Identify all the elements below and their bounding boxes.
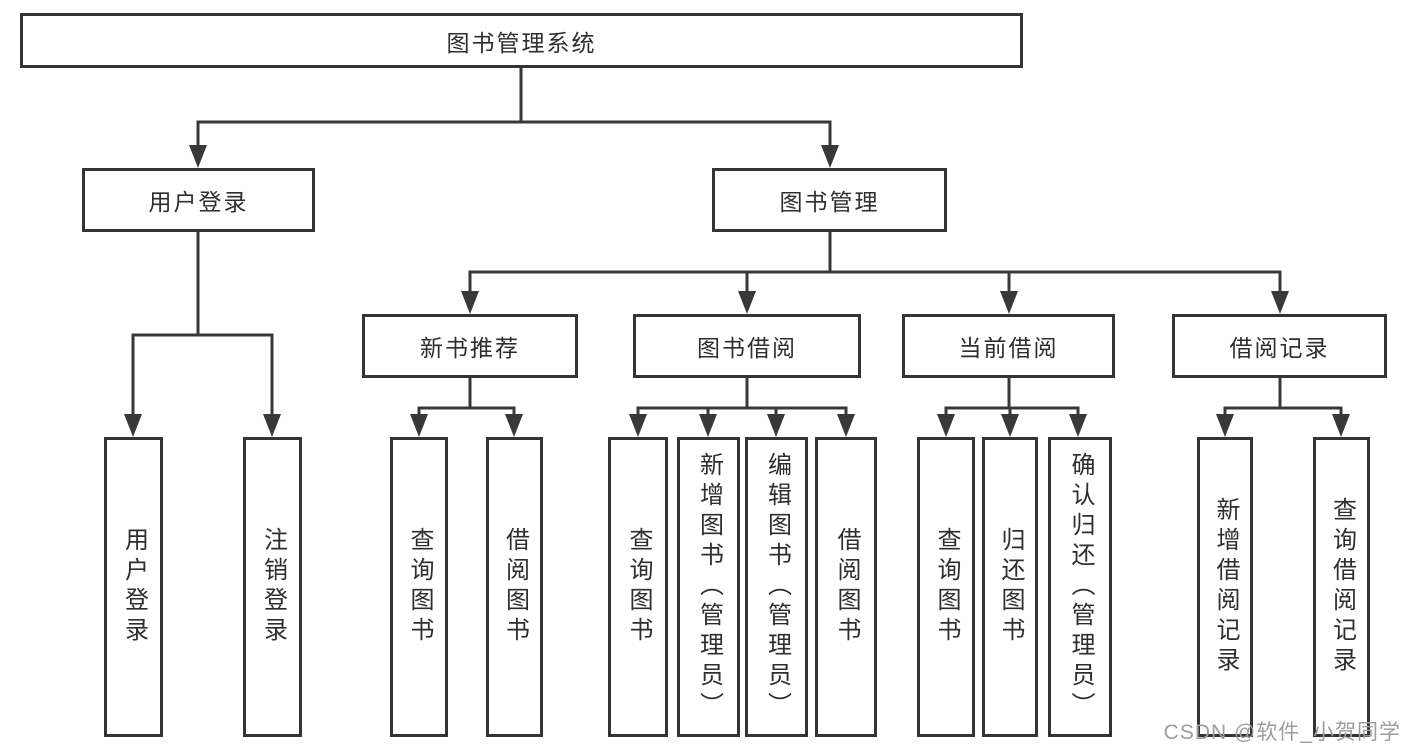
- leaf-recommend-query-books: 查询图书: [390, 437, 448, 737]
- leaf-logout: 注销登录: [243, 437, 302, 737]
- leaf-return-books-label: 归还图书: [997, 527, 1024, 647]
- leaf-add-book-admin: 新增图书（管理员）: [677, 437, 740, 737]
- leaf-borrowing-query-books: 查询图书: [608, 437, 668, 737]
- leaf-recommend-borrow-books: 借阅图书: [486, 437, 543, 737]
- node-user-login: 用户登录: [82, 168, 315, 232]
- node-root: 图书管理系统: [20, 13, 1023, 68]
- leaf-add-borrow-record: 新增借阅记录: [1197, 437, 1253, 737]
- node-book-borrowing: 图书借阅: [633, 314, 861, 378]
- leaf-add-book-admin-label: 新增图书（管理员）: [695, 452, 723, 722]
- node-new-book-recommend: 新书推荐: [362, 314, 578, 378]
- node-borrowing-records-label: 借阅记录: [1229, 335, 1330, 361]
- leaf-user-login: 用户登录: [104, 437, 163, 737]
- node-current-borrowing: 当前借阅: [902, 314, 1115, 378]
- leaf-current-query-books-label: 查询图书: [933, 527, 960, 647]
- leaf-confirm-return-admin-label: 确认归还（管理员）: [1067, 452, 1094, 722]
- leaf-query-borrow-record-label: 查询借阅记录: [1328, 497, 1356, 677]
- leaf-user-login-label: 用户登录: [120, 527, 148, 647]
- leaf-edit-book-admin-label: 编辑图书（管理员）: [763, 452, 791, 722]
- leaf-recommend-query-books-label: 查询图书: [406, 527, 433, 647]
- node-current-borrowing-label: 当前借阅: [958, 335, 1059, 361]
- node-book-management: 图书管理: [712, 168, 947, 232]
- node-user-login-label: 用户登录: [148, 189, 249, 215]
- leaf-add-borrow-record-label: 新增借阅记录: [1212, 497, 1239, 677]
- node-borrowing-records: 借阅记录: [1172, 314, 1387, 378]
- leaf-query-borrow-record: 查询借阅记录: [1313, 437, 1370, 737]
- leaf-borrowing-query-books-label: 查询图书: [625, 527, 652, 647]
- leaf-recommend-borrow-books-label: 借阅图书: [501, 527, 529, 647]
- leaf-edit-book-admin: 编辑图书（管理员）: [745, 437, 808, 737]
- leaf-logout-label: 注销登录: [259, 527, 287, 647]
- leaf-borrow-books-label: 借阅图书: [833, 527, 860, 647]
- node-root-label: 图书管理系统: [446, 29, 597, 56]
- leaf-borrow-books: 借阅图书: [815, 437, 877, 737]
- leaf-return-books: 归还图书: [982, 437, 1038, 737]
- csdn-watermark: CSDN @软件_小贺同学: [1163, 721, 1401, 744]
- leaf-current-query-books: 查询图书: [917, 437, 975, 737]
- leaf-confirm-return-admin: 确认归还（管理员）: [1048, 437, 1112, 737]
- node-book-management-label: 图书管理: [779, 189, 880, 215]
- node-book-borrowing-label: 图书借阅: [697, 335, 797, 361]
- node-new-book-recommend-label: 新书推荐: [420, 335, 520, 361]
